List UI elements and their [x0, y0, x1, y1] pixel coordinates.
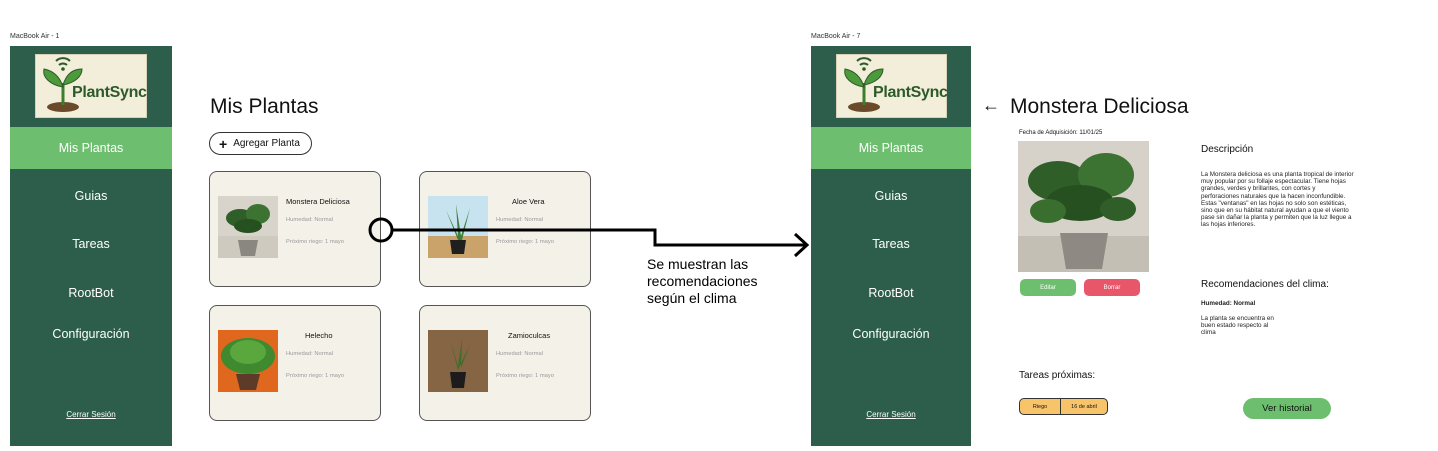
nav-rootbot[interactable]: RootBot [868, 286, 914, 300]
plant-name: Helecho [305, 331, 333, 340]
aloe-photo [428, 196, 488, 258]
delete-button[interactable]: Borrar [1084, 279, 1140, 296]
plant-logo-icon [844, 57, 884, 112]
plant-humidity: Humedad: Normal [496, 217, 544, 223]
plant-card-monstera[interactable]: Monstera Deliciosa Humedad: Normal Próxi… [209, 171, 381, 287]
plant-logo-icon [43, 57, 83, 112]
climate-heading: Recomendaciones del clima: [1201, 279, 1329, 290]
nav-mis-plantas[interactable]: Mis Plantas [10, 127, 172, 169]
task-date: 16 de abril [1071, 403, 1097, 410]
plant-humidity: Humedad: Normal [496, 351, 544, 357]
description-line: perforaciones naturales que la hacen inc… [1201, 192, 1346, 200]
description-line: grandes, verdes y brillantes, con cortes… [1201, 185, 1316, 193]
flow-connector [368, 217, 810, 258]
task-item[interactable]: Riego 16 de abril [1019, 398, 1108, 415]
plus-icon: + [219, 135, 228, 152]
plant-humidity: Humedad: Normal [286, 217, 334, 223]
frame-label-7: MacBook Air - 7 [811, 33, 861, 40]
acquisition-date: Fecha de Adquisición: 11/01/25 [1019, 130, 1103, 136]
description-line: sino que en su hábitat natural ayudan a … [1201, 207, 1349, 215]
plant-card-helecho[interactable]: Helecho Humedad: Normal Próximo riego: 1… [209, 305, 381, 421]
plant-card-zamioculcas[interactable]: Zamioculcas Humedad: Normal Próximo rieg… [419, 305, 591, 421]
annotation-line: Se muestran las [647, 256, 749, 272]
logo: PlantSync [836, 54, 948, 118]
frame-label-1: MacBook Air - 1 [10, 33, 60, 40]
description-text: La Monstera deliciosa es una planta trop… [1201, 171, 1354, 229]
logo-text: PlantSync [873, 84, 948, 101]
description-line: las hojas inferiores. [1201, 221, 1256, 229]
logout-link[interactable]: Cerrar Sesión [866, 410, 916, 419]
description-line: La Monstera deliciosa es una planta trop… [1201, 171, 1354, 178]
plant-name: Zamioculcas [508, 331, 551, 340]
plant-next-water: Próximo riego: 1 mayo [496, 239, 554, 245]
sidebar: PlantSync Mis Plantas Guias Tareas RootB… [811, 46, 971, 446]
plant-detail-title: Monstera Deliciosa [1010, 95, 1189, 118]
tasks-heading: Tareas próximas: [1019, 370, 1096, 381]
climate-line: La planta se encuentra en [1201, 315, 1274, 322]
nav-configuracion[interactable]: Configuración [52, 327, 130, 341]
monstera-detail-photo [1018, 141, 1149, 272]
plant-name: Monstera Deliciosa [286, 197, 350, 206]
add-plant-button[interactable]: + Agregar Planta [209, 132, 312, 155]
sidebar: PlantSync Mis Plantas Guias Tareas RootB… [10, 46, 172, 446]
task-type: Riego [1020, 399, 1061, 414]
nav-guias[interactable]: Guias [74, 189, 108, 203]
logout-link[interactable]: Cerrar Sesión [66, 410, 116, 419]
climate-line: buen estado respecto al [1201, 322, 1269, 330]
nav-mis-plantas[interactable]: Mis Plantas [811, 127, 971, 169]
zamioculcas-photo [428, 330, 488, 392]
annotation-line: recomendaciones [647, 273, 758, 289]
flow-annotation: Se muestran las recomendaciones según el… [647, 256, 758, 307]
climate-humidity: Humedad: Normal [1201, 300, 1256, 307]
annotation-line: según el clima [647, 290, 737, 306]
plant-humidity: Humedad: Normal [286, 351, 334, 357]
edit-button[interactable]: Editar [1020, 279, 1076, 296]
description-line: pase sin dañar la planta y permiten que … [1201, 214, 1352, 222]
nav-rootbot[interactable]: RootBot [68, 286, 114, 300]
plant-name: Aloe Vera [512, 197, 545, 206]
page-title: Mis Plantas [210, 95, 319, 118]
back-arrow-icon[interactable]: ← [982, 95, 1000, 115]
view-history-button[interactable]: Ver historial [1243, 398, 1331, 419]
description-line: muy popular por su follaje espectacular.… [1201, 178, 1346, 186]
plant-next-water: Próximo riego: 1 mayo [496, 373, 554, 379]
nav-configuracion[interactable]: Configuración [852, 327, 930, 341]
description-line: Estas "ventanas" en las hojas no solo so… [1201, 199, 1347, 207]
monstera-photo [218, 196, 278, 258]
description-heading: Descripción [1201, 144, 1254, 155]
plant-next-water: Próximo riego: 1 mayo [286, 373, 344, 379]
nav-tareas[interactable]: Tareas [72, 237, 110, 251]
nav-guias[interactable]: Guias [874, 189, 908, 203]
helecho-photo [218, 330, 278, 392]
logo: PlantSync [35, 54, 147, 118]
logo-text: PlantSync [72, 84, 147, 101]
add-plant-label: Agregar Planta [233, 138, 300, 149]
plant-next-water: Próximo riego: 1 mayo [286, 239, 344, 245]
climate-text: La planta se encuentra en buen estado re… [1201, 315, 1274, 337]
nav-tareas[interactable]: Tareas [872, 237, 910, 251]
climate-line: clima [1201, 329, 1216, 337]
